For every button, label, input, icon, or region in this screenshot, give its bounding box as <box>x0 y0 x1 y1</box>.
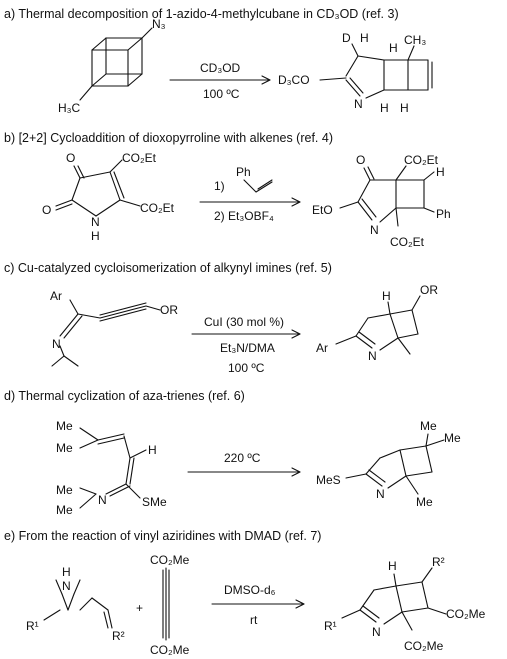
section-d-product-mes: MeS <box>316 473 341 487</box>
section-d-sme: SMe <box>142 495 167 509</box>
section-a-product-h1: H <box>360 31 369 45</box>
section-c-ar: Ar <box>50 289 62 303</box>
section-a-product-h4: H <box>400 101 409 115</box>
section-d-title: d) Thermal cyclization of aza-trienes (r… <box>4 389 245 403</box>
section-b-co2et-top: CO₂Et <box>122 151 157 165</box>
section-d-n: N <box>98 493 107 507</box>
section-d-me4: Me <box>56 503 73 517</box>
section-b-styrene-sketch <box>243 179 273 193</box>
section-b-condition-1: 1) <box>214 179 225 193</box>
section-e-dmad <box>162 567 170 641</box>
section-d-product <box>345 433 445 495</box>
section-a: a) Thermal decomposition of 1-azido-4-me… <box>4 7 433 115</box>
section-e-condition-1: DMSO-d₆ <box>224 583 276 597</box>
section-b-product-n: N <box>370 223 379 237</box>
section-b-product-co2et-top: CO₂Et <box>404 153 439 167</box>
section-c-or: OR <box>160 303 178 317</box>
section-c-condition-2: Et₃N/DMA <box>220 341 275 355</box>
section-c-product-or: OR <box>420 283 438 297</box>
section-e-product <box>341 567 447 631</box>
section-e-co2me-top: CO₂Me <box>150 553 190 567</box>
section-c-product-n: N <box>368 349 377 363</box>
section-c-condition-3: 100 ºC <box>228 361 265 375</box>
section-a-product-h2: H <box>389 41 398 55</box>
section-b-product <box>339 165 435 227</box>
section-b-co2et-right: CO₂Et <box>140 201 175 215</box>
section-b: b) [2+2] Cycloaddition of dioxopyrroline… <box>4 131 451 249</box>
section-a-azide-label: N₃ <box>152 17 166 31</box>
section-e-product-co2me1: CO₂Me <box>446 607 486 621</box>
section-e-h-on-n: H <box>62 565 71 579</box>
section-e-product-n: N <box>372 625 381 639</box>
section-a-methyl-label: H₃C <box>58 101 81 115</box>
section-b-product-h: H <box>436 165 445 179</box>
section-d-product-n: N <box>376 487 385 501</box>
section-c-product-ar: Ar <box>316 341 328 355</box>
section-c-product <box>335 295 421 355</box>
section-d-me1: Me <box>56 419 73 433</box>
section-a-title: a) Thermal decomposition of 1-azido-4-me… <box>4 7 399 21</box>
section-a-product-h3: H <box>380 101 389 115</box>
section-e-product-co2me2: CO₂Me <box>404 639 444 653</box>
section-c-n: N <box>52 337 61 351</box>
section-c-reactant <box>51 299 161 367</box>
section-b-product-ph: Ph <box>436 207 451 221</box>
section-d-me2: Me <box>56 441 73 455</box>
section-c-title: c) Cu-catalyzed cycloisomerization of al… <box>4 261 332 275</box>
section-b-condition-2: 2) Et₃OBF₄ <box>214 209 274 223</box>
section-e-r2: R² <box>112 629 125 643</box>
section-e-n: N <box>62 579 71 593</box>
section-e-product-r2: R² <box>432 555 445 569</box>
section-e-title: e) From the reaction of vinyl aziridines… <box>4 529 321 543</box>
section-d-product-me1: Me <box>420 419 437 433</box>
section-a-product-d: D <box>342 31 351 45</box>
section-e-product-r1: R¹ <box>324 619 337 633</box>
section-d-condition-1: 220 ºC <box>224 451 261 465</box>
section-d-reactant <box>79 427 147 509</box>
section-e-aziridine <box>43 579 113 629</box>
section-e-product-h: H <box>388 559 397 573</box>
section-b-n: N <box>91 215 100 229</box>
section-d-h: H <box>148 443 157 457</box>
section-a-cubane <box>79 27 153 101</box>
section-b-condition-ph: Ph <box>236 165 251 179</box>
section-d-me3: Me <box>56 483 73 497</box>
section-c-product-h: H <box>382 289 391 303</box>
section-b-title: b) [2+2] Cycloaddition of dioxopyrroline… <box>4 131 333 145</box>
section-a-condition-2: 100 ºC <box>203 87 240 101</box>
section-b-product-o: O <box>356 153 365 167</box>
section-a-product-ch3: CH₃ <box>404 33 426 47</box>
section-e-condition-2: rt <box>250 613 258 627</box>
section-b-o-top: O <box>66 151 75 165</box>
section-d: d) Thermal cyclization of aza-trienes (r… <box>4 389 461 517</box>
section-b-product-co2et-bottom: CO₂Et <box>390 235 425 249</box>
section-e-co2me-bottom: CO₂Me <box>150 643 190 657</box>
section-a-condition-1: CD₃OD <box>200 61 241 75</box>
section-b-product-eto: EtO <box>312 203 333 217</box>
section-b-h: H <box>91 229 100 243</box>
section-a-product <box>319 43 433 99</box>
section-a-product-d3co: D₃CO <box>278 73 310 87</box>
section-c-condition-1: CuI (30 mol %) <box>204 315 284 329</box>
section-b-o-left: O <box>42 203 51 217</box>
section-e: e) From the reaction of vinyl aziridines… <box>4 529 486 657</box>
section-c: c) Cu-catalyzed cycloisomerization of al… <box>4 261 438 375</box>
section-a-product-n: N <box>354 97 363 111</box>
section-d-product-me2: Me <box>444 431 461 445</box>
section-b-reactant <box>55 159 141 217</box>
section-e-plus: + <box>136 601 143 615</box>
section-d-product-me3: Me <box>416 495 433 509</box>
section-e-r1: R¹ <box>26 619 39 633</box>
